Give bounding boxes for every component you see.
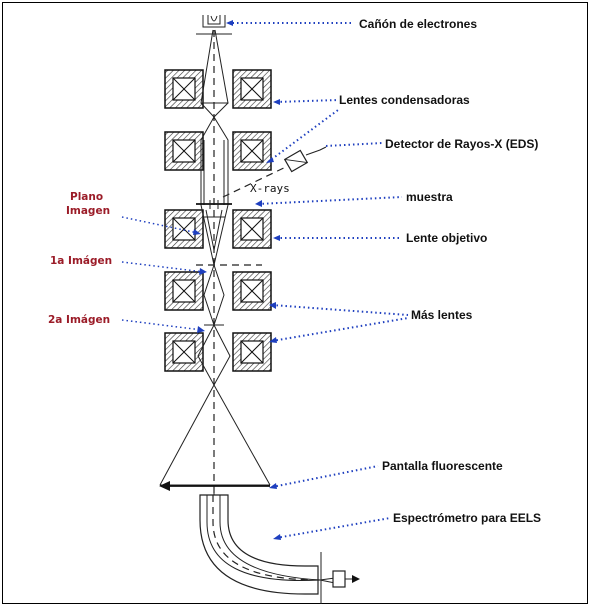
lens-icon — [164, 209, 204, 249]
lens-icon — [232, 332, 272, 372]
lens-icon — [164, 131, 204, 171]
eels-spectrometer-icon — [199, 487, 360, 604]
fluorescent-screen-icon — [159, 481, 270, 491]
lens-icon — [164, 69, 204, 109]
label-image-plane-line2: Imagen — [66, 205, 110, 217]
lens-icon — [164, 271, 204, 311]
lens-icon — [232, 131, 272, 171]
arrow-icon — [352, 575, 360, 583]
label-electron-gun: Cañón de electrones — [359, 17, 477, 31]
label-more-lenses: Más lentes — [411, 308, 473, 322]
callouts — [121, 20, 409, 540]
lens-icon — [232, 209, 272, 249]
label-xray-detector: Detector de Rayos-X (EDS) — [385, 137, 538, 151]
lens-icon — [232, 271, 272, 311]
label-first-image: 1a Imágen — [50, 255, 112, 267]
label-fluorescent-screen: Pantalla fluorescente — [382, 459, 503, 473]
xray-detector-icon — [222, 146, 327, 198]
label-second-image: 2a Imágen — [48, 314, 110, 326]
label-objective-lens: Lente objetivo — [406, 231, 487, 245]
lens-icon — [164, 332, 204, 372]
specimen-holder — [196, 200, 232, 209]
label-image-plane-line1: Plano — [70, 191, 103, 203]
label-eels-spectrometer: Espectrómetro para EELS — [393, 511, 541, 525]
label-condenser-lenses: Lentes condensadoras — [339, 93, 470, 107]
lens-icon — [232, 69, 272, 109]
label-xrays: X-rays — [250, 182, 290, 195]
label-specimen: muestra — [406, 190, 453, 204]
